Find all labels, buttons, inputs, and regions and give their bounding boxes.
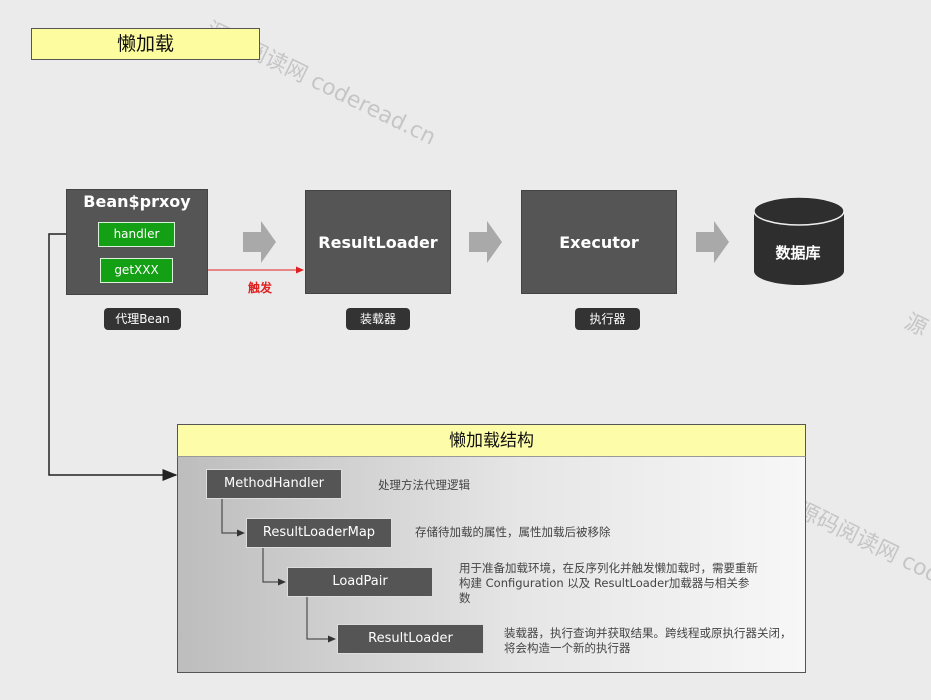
result-loader-box: ResultLoader [305, 190, 451, 294]
handler-node: handler [98, 222, 175, 247]
method-handler-desc: 处理方法代理逻辑 [378, 478, 470, 492]
flow-arrow-icon [243, 221, 276, 263]
tree-connector [262, 548, 286, 586]
method-handler-node: MethodHandler [206, 469, 342, 499]
proxy-bean-caption: 代理Bean [104, 308, 181, 330]
structure-panel [177, 424, 806, 673]
result-loader-map-desc: 存储待加载的属性，属性加载后被移除 [415, 525, 611, 539]
result-loader-caption: 装载器 [346, 308, 410, 330]
load-pair-node: LoadPair [287, 567, 433, 597]
executor-caption: 执行器 [575, 308, 640, 330]
executor-box: Executor [521, 190, 677, 294]
getxxx-node: getXXX [100, 258, 173, 283]
diagram-title: 懒加载 [31, 28, 260, 60]
result-loader-map-node: ResultLoaderMap [246, 518, 392, 548]
result-loader-desc: 装载器，执行查询并获取结果。跨线程或原执行器关闭，将会构造一个新的执行器 [504, 626, 792, 655]
result-loader-node: ResultLoader [337, 624, 484, 654]
database-label: 数据库 [775, 244, 821, 262]
flow-arrow-icon [696, 221, 729, 263]
tree-connector [221, 499, 245, 537]
flow-arrow-icon [469, 221, 502, 263]
proxy-bean-title: Bean$prxoy [83, 192, 191, 211]
database-icon [753, 196, 845, 285]
structure-title: 懒加载结构 [177, 424, 806, 457]
tree-connector [306, 597, 336, 643]
trigger-label: 触发 [248, 281, 273, 295]
load-pair-desc: 用于准备加载环境，在反序列化并触发懒加载时，需要重新构建 Configurati… [459, 561, 758, 605]
